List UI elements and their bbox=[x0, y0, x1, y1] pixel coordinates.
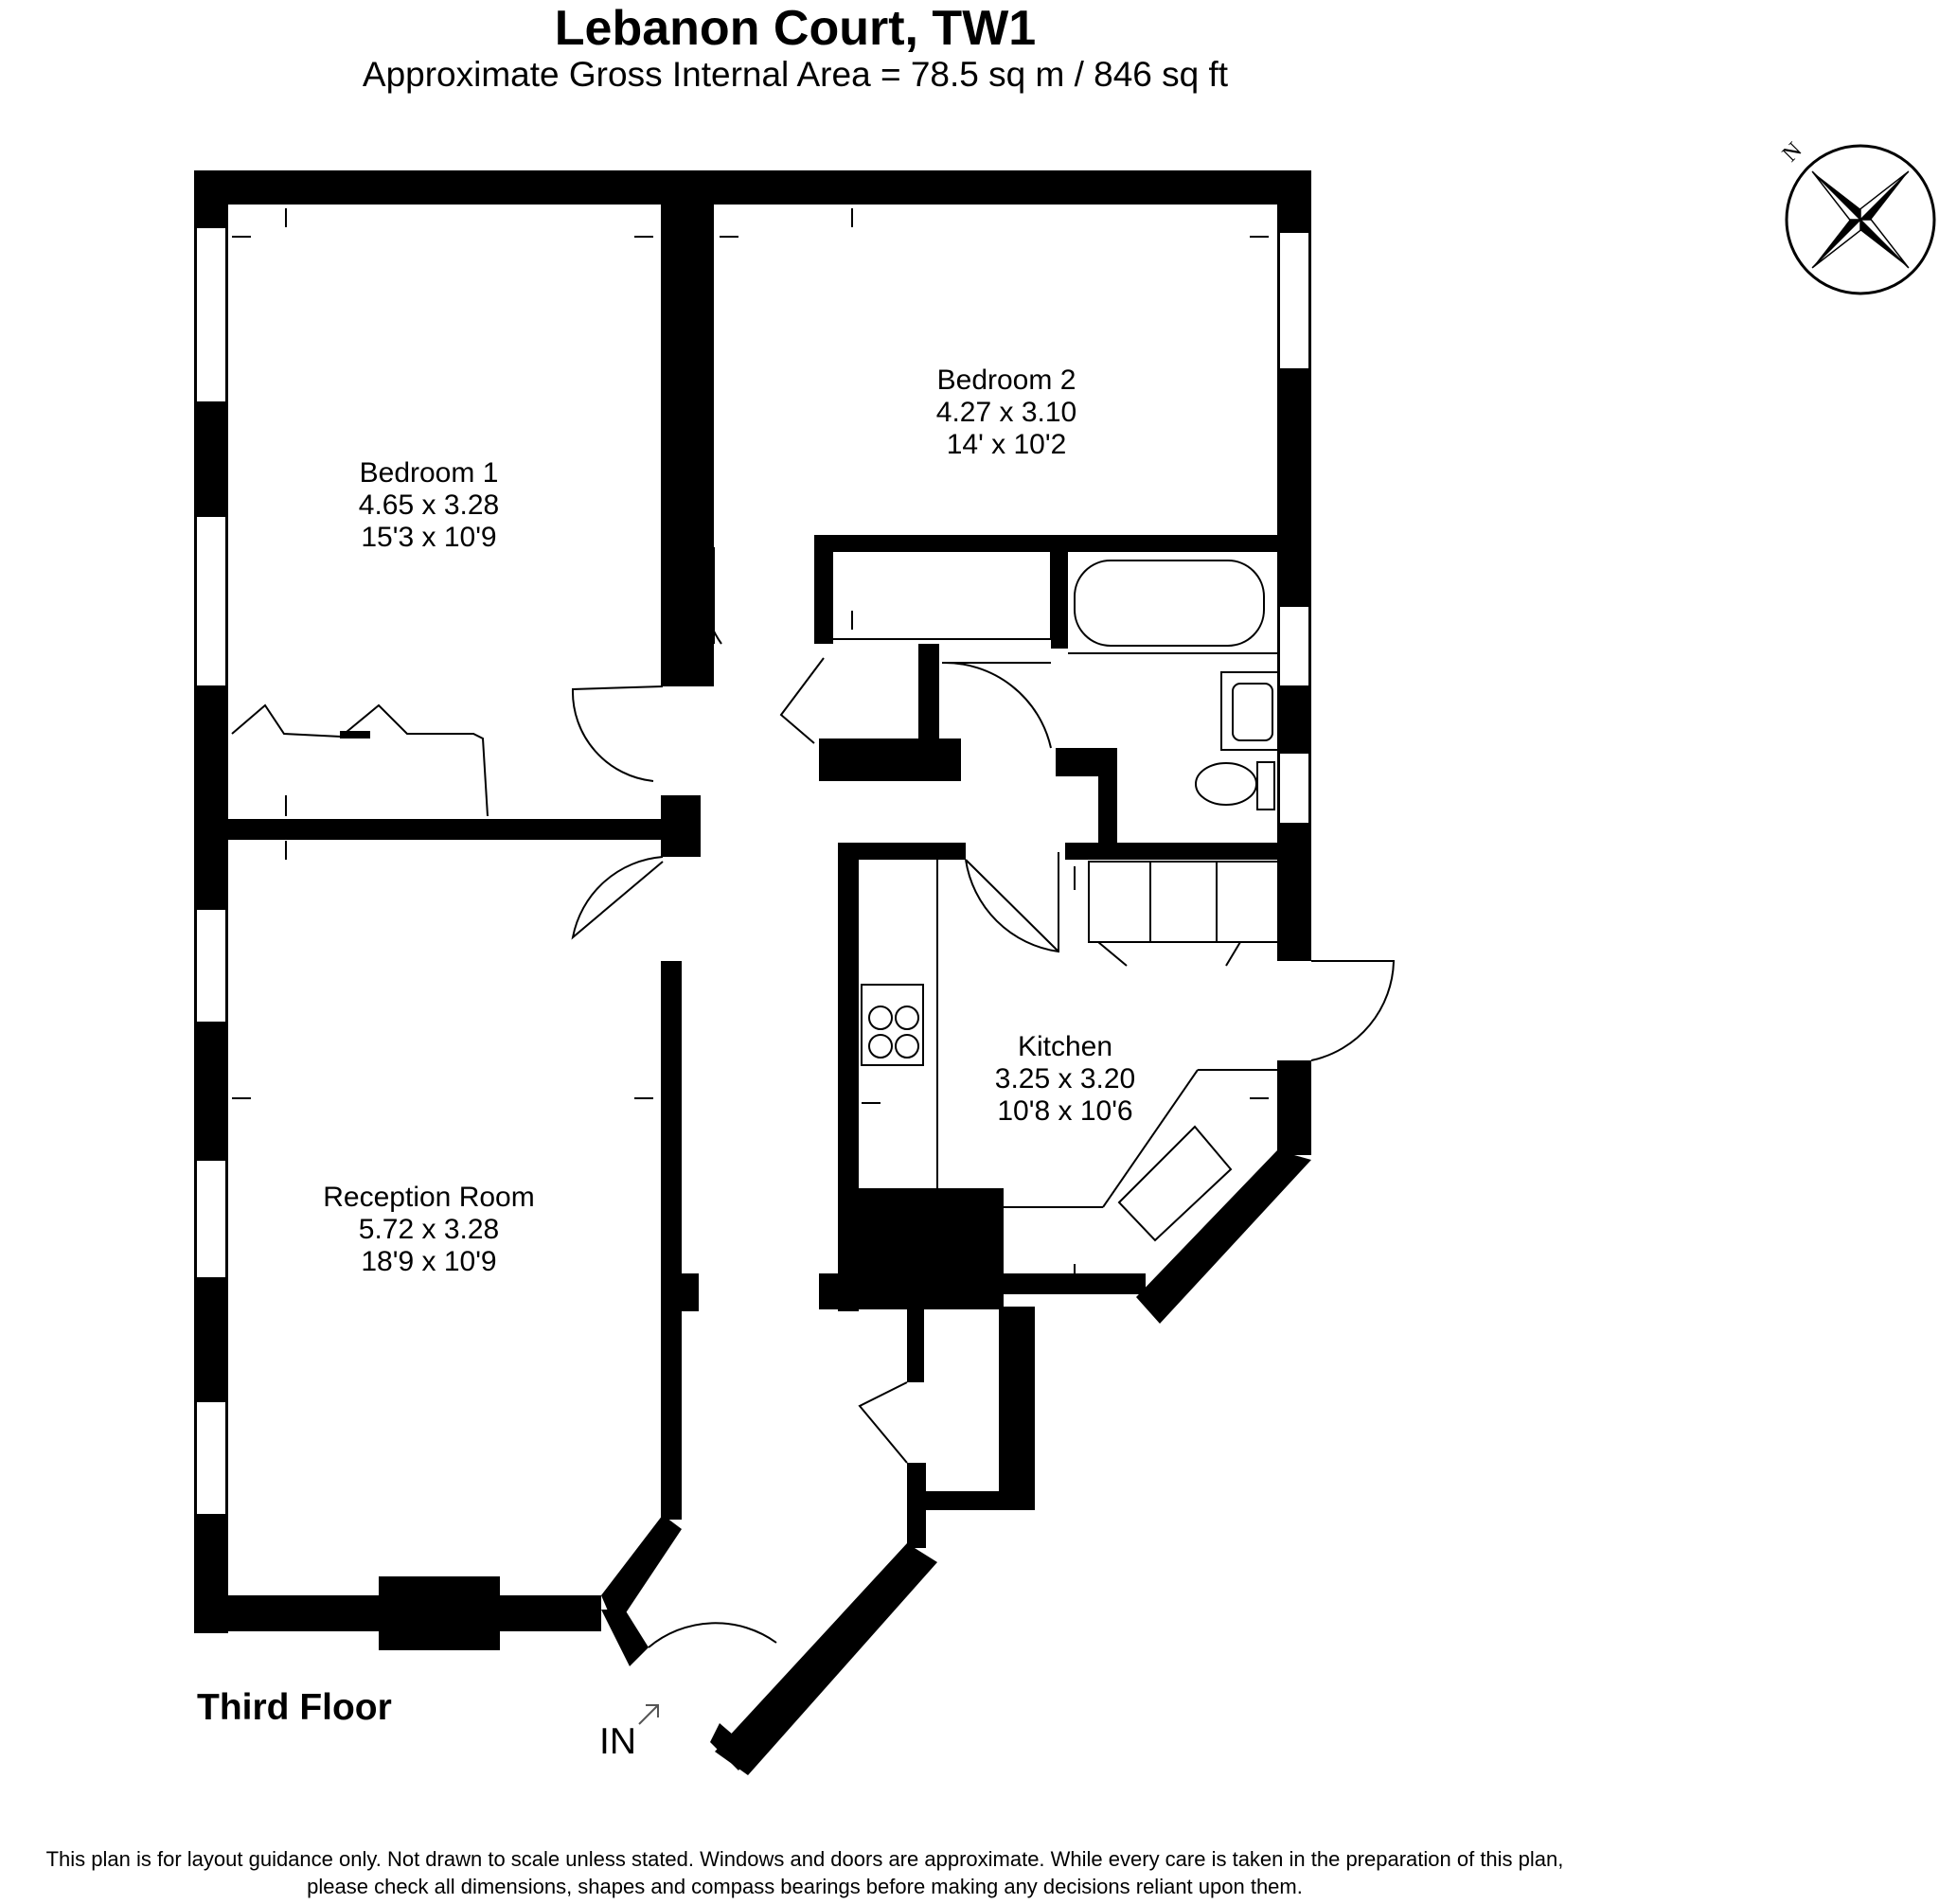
bedroom2-metric: 4.27 x 3.10 bbox=[935, 397, 1077, 428]
bedroom1-name: Bedroom 1 bbox=[359, 457, 499, 489]
kitchen-label: Kitchen 3.25 x 3.20 10'8 x 10'6 bbox=[914, 1031, 1217, 1128]
kitchen-metric: 3.25 x 3.20 bbox=[994, 1063, 1136, 1094]
disclaimer-line-1: This plan is for layout guidance only. N… bbox=[45, 1847, 1564, 1871]
compass: N bbox=[1770, 133, 1939, 303]
bedroom2-label: Bedroom 2 4.27 x 3.10 14' x 10'2 bbox=[855, 365, 1158, 461]
reception-imperial: 18'9 x 10'9 bbox=[361, 1246, 497, 1277]
reception-metric: 5.72 x 3.28 bbox=[358, 1214, 500, 1245]
bedroom2-imperial: 14' x 10'2 bbox=[946, 429, 1067, 460]
bedroom1-imperial: 15'3 x 10'9 bbox=[361, 522, 497, 553]
bedroom2-name: Bedroom 2 bbox=[936, 365, 1076, 396]
dimension-arrows bbox=[232, 208, 1269, 1283]
reception-name: Reception Room bbox=[323, 1182, 535, 1213]
bedroom1-label: Bedroom 1 4.65 x 3.28 15'3 x 10'9 bbox=[277, 457, 580, 554]
windows bbox=[195, 226, 1310, 1516]
floor-label: Third Floor bbox=[197, 1687, 392, 1728]
entrance-label: IN bbox=[599, 1721, 636, 1762]
entrance-arrow-icon bbox=[638, 1704, 659, 1725]
compass-north-label: N bbox=[1778, 138, 1807, 168]
area-subtitle: Approximate Gross Internal Area = 78.5 s… bbox=[362, 55, 1229, 94]
compass-rose-icon: N bbox=[1778, 138, 1936, 295]
disclaimer: This plan is for layout guidance only. N… bbox=[0, 1845, 1610, 1900]
exterior-walls bbox=[194, 170, 1311, 1775]
disclaimer-line-2: please check all dimensions, shapes and … bbox=[307, 1875, 1303, 1898]
fixtures bbox=[231, 537, 1279, 1242]
bedroom1-metric: 4.65 x 3.28 bbox=[358, 489, 500, 521]
plan-title: Lebanon Court, TW1 bbox=[554, 1, 1037, 56]
doors bbox=[571, 546, 1396, 1648]
reception-label: Reception Room 5.72 x 3.28 18'9 x 10'9 bbox=[277, 1182, 580, 1278]
kitchen-imperial: 10'8 x 10'6 bbox=[997, 1095, 1133, 1127]
kitchen-name: Kitchen bbox=[1017, 1031, 1113, 1062]
